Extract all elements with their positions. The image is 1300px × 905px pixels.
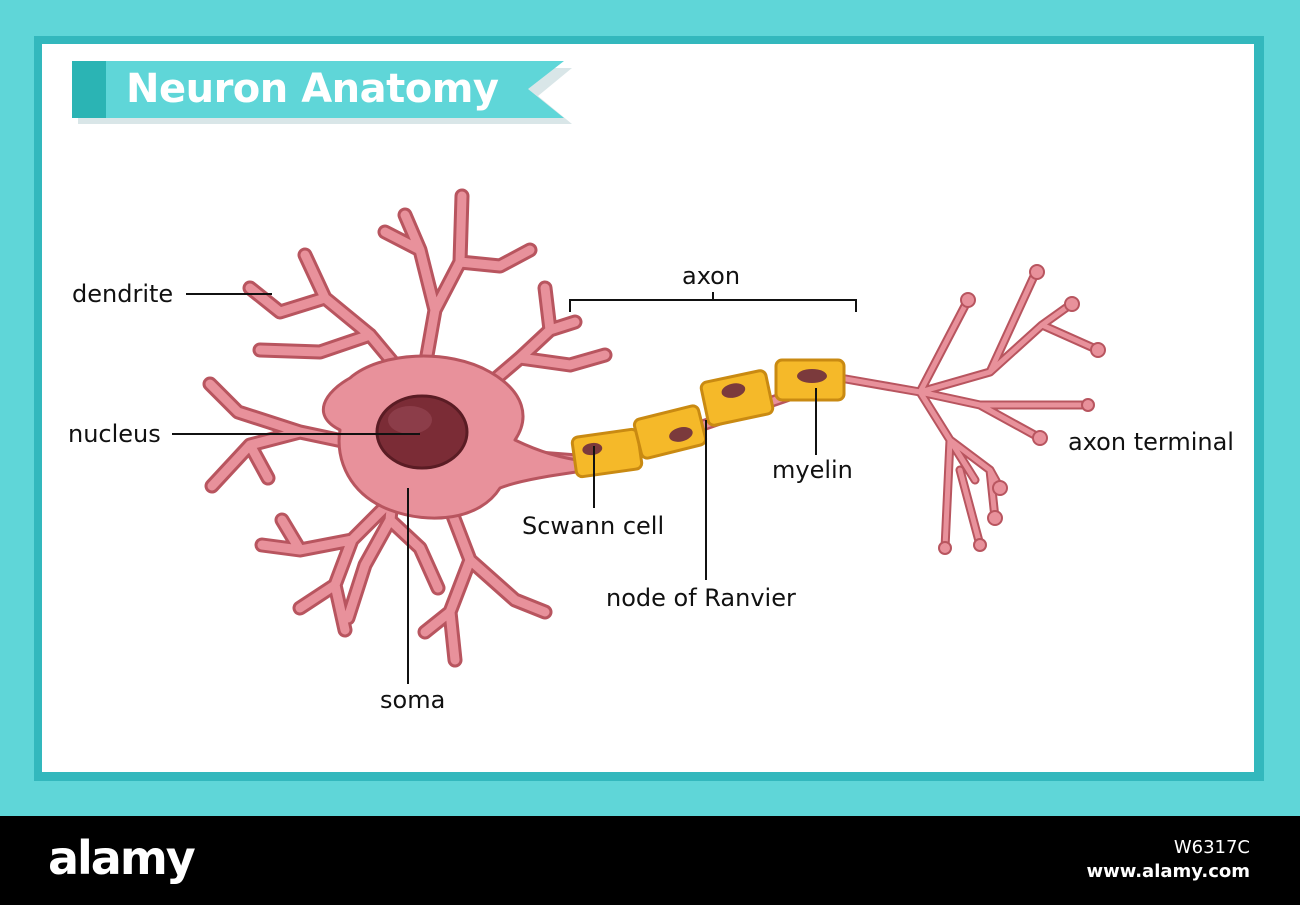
label-myelin: myelin: [772, 456, 853, 484]
label-soma: soma: [380, 686, 445, 714]
neuron-diagram: dendrite nucleus soma axon Scwann cell n…: [68, 188, 1234, 714]
label-axon-terminal: axon terminal: [1068, 428, 1234, 456]
myelin-sheath: [570, 358, 846, 479]
image-reference: W6317C www.alamy.com: [1086, 836, 1250, 884]
title-banner: [72, 61, 572, 124]
label-nucleus: nucleus: [68, 420, 161, 448]
image-id: W6317C: [1173, 837, 1250, 858]
label-dendrite: dendrite: [72, 280, 173, 308]
label-schwann-cell: Scwann cell: [522, 512, 664, 540]
alamy-logo: alamy: [48, 831, 196, 885]
watermark-footer: [0, 816, 1300, 905]
label-axon: axon: [682, 262, 740, 290]
page-title: Neuron Anatomy: [126, 66, 499, 112]
label-node-of-ranvier: node of Ranvier: [606, 584, 796, 612]
nucleus: [375, 394, 469, 470]
site-url: www.alamy.com: [1086, 861, 1250, 882]
